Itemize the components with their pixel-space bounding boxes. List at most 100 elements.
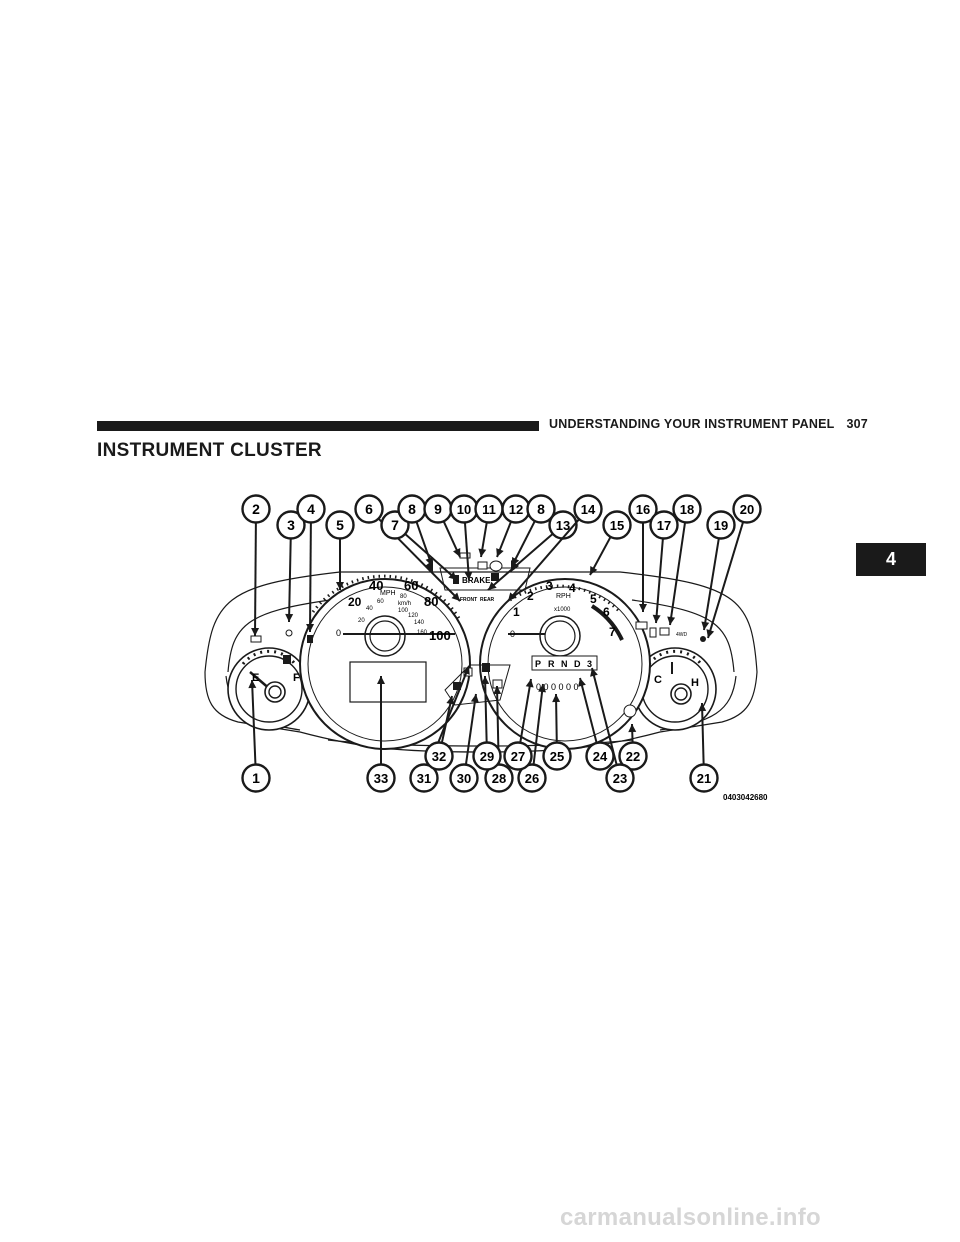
callout-circle [542, 741, 572, 771]
callout-arrowhead [464, 571, 473, 580]
callout-arrowhead [425, 557, 434, 566]
temp-gauge: C H [633, 647, 717, 731]
prndl-d: D [574, 659, 581, 669]
callout-circle [618, 741, 648, 771]
temp-hot-label: H [691, 677, 699, 689]
temp-cold-label: C [654, 674, 662, 686]
callout-arrowhead [701, 621, 710, 630]
callout-number: 18 [680, 502, 694, 517]
callout-arrowhead [488, 581, 497, 590]
callout-leader [484, 675, 488, 743]
callout-arrowhead [698, 703, 707, 712]
callout-number: 9 [434, 501, 442, 517]
callout-number: 19 [714, 518, 728, 533]
callout-number: 13 [556, 518, 570, 533]
callout-arrowhead [336, 582, 344, 590]
callout-circle [503, 741, 533, 771]
callout-leader [532, 683, 544, 765]
callout-leader [555, 693, 558, 743]
callout-number: 27 [511, 749, 525, 764]
callout-arrowhead [628, 724, 637, 733]
high-beam-icon [477, 561, 488, 570]
callout-leader [579, 677, 598, 743]
callout-arrowhead [251, 627, 260, 636]
callout-leader [511, 521, 536, 567]
callout-circle [241, 494, 271, 524]
mph-unit-label: MPH [380, 590, 396, 597]
callout-circle [689, 763, 719, 793]
running-header: UNDERSTANDING YOUR INSTRUMENT PANEL 307 [549, 417, 868, 431]
figure-id: 0403042680 [723, 793, 768, 802]
callout-number: 16 [636, 502, 650, 517]
callout-arrowhead [306, 623, 315, 632]
security-alert-icon [482, 663, 490, 672]
callout-arrowhead [652, 614, 661, 623]
callout-number: 31 [417, 771, 431, 786]
tach-multiplier-label: x1000 [554, 607, 571, 613]
callout-circle [449, 763, 479, 793]
callout-arrowhead [470, 694, 479, 703]
callout-arrowhead [590, 566, 598, 575]
callout-circle [424, 741, 454, 771]
callout-arrowhead [496, 548, 504, 557]
callout-arrowhead [453, 548, 461, 557]
callout-circle [585, 741, 615, 771]
rear-airbag-label: REAR [480, 597, 495, 603]
callout-number: 15 [610, 518, 624, 533]
mph-tick-100: 100 [429, 628, 451, 643]
callout-leader [309, 522, 312, 633]
fuel-full-label: F [293, 672, 300, 684]
prndl-n: N [561, 659, 568, 669]
rpm-tick-0: 0 [510, 629, 515, 639]
callout-leader [519, 678, 532, 743]
callout-circle [241, 763, 271, 793]
header-title: UNDERSTANDING YOUR INSTRUMENT PANEL [549, 417, 835, 431]
callout-circle [517, 763, 547, 793]
callout-arrowhead [481, 676, 490, 685]
kmh-tick-20: 20 [358, 618, 365, 624]
rpm-tick-5: 5 [590, 592, 597, 606]
low-fuel-icon [307, 635, 313, 643]
callout-number: 26 [525, 771, 539, 786]
page-number: 307 [846, 417, 868, 431]
rpm-tick-7: 7 [609, 625, 616, 639]
callout-arrowhead [508, 592, 517, 601]
callout-number: 8 [537, 501, 545, 517]
callout-circle [366, 763, 396, 793]
callout-arrowhead [448, 571, 457, 580]
callout-arrowhead [377, 676, 385, 684]
callout-leader [288, 538, 292, 623]
prndl-p: P [535, 659, 541, 669]
callout-number: 33 [374, 771, 388, 786]
kmh-tick-100: 100 [398, 608, 409, 614]
callout-number: 6 [365, 501, 373, 517]
temperature-warning-icon [649, 627, 657, 638]
four-wd-label: 4WD [676, 632, 688, 638]
callout-circle [605, 763, 635, 793]
callout-circle [354, 494, 384, 524]
callout-arrowhead [578, 678, 586, 687]
callout-number: 1 [252, 770, 260, 786]
front-airbag-label: FRONT [460, 597, 477, 603]
rpm-tick-2: 2 [527, 589, 534, 603]
callout-number: 23 [613, 771, 627, 786]
kmh-tick-160: 160 [417, 630, 428, 636]
kmh-unit-label: km/h [398, 601, 411, 607]
odometer-display-window [349, 661, 427, 703]
callout-leader [404, 533, 458, 581]
fuel-pump-icon [283, 655, 291, 664]
callout-leader [463, 522, 470, 581]
callout-arrowhead [446, 696, 455, 705]
callout-arrowhead [667, 616, 676, 625]
tach-unit-label: RPH [556, 593, 571, 600]
kmh-tick-60: 60 [377, 599, 384, 605]
callout-number: 21 [697, 771, 711, 786]
callout-arrowhead [552, 694, 561, 703]
headlight-icon [659, 627, 670, 636]
callout-arrowhead [451, 592, 460, 601]
callout-number: 22 [626, 749, 640, 764]
callout-circle [276, 510, 306, 540]
callout-leader [487, 533, 554, 591]
callout-number: 8 [408, 501, 416, 517]
